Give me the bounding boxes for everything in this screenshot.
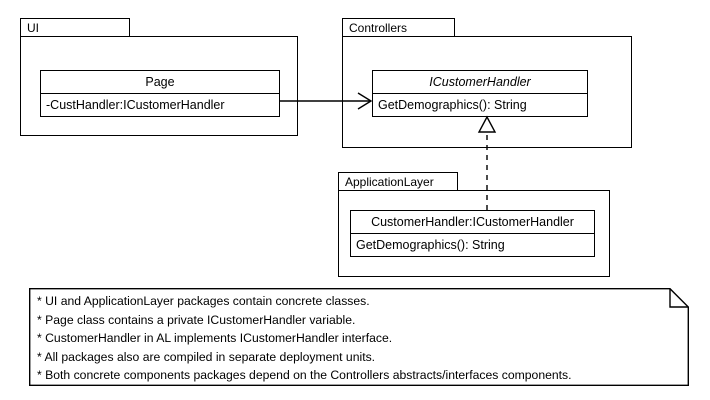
class-attribute-page-custhandler: -CustHandler:ICustomerHandler (46, 98, 225, 112)
note-text-block: * UI and ApplicationLayer packages conta… (37, 292, 572, 385)
package-label-controllers: Controllers (349, 20, 408, 35)
class-box-icustomerhandler[interactable]: ICustomerHandler GetDemographics(): Stri… (372, 70, 588, 117)
note-line-5: * Both concrete components packages depe… (37, 368, 572, 383)
package-label-ui: UI (27, 20, 39, 35)
package-label-applicationlayer: ApplicationLayer (345, 174, 434, 189)
package-tab-applicationlayer[interactable]: ApplicationLayer (338, 172, 458, 191)
class-box-customerhandler[interactable]: CustomerHandler:ICustomerHandler GetDemo… (350, 210, 595, 257)
class-name-page: Page (41, 71, 279, 94)
package-tab-ui[interactable]: UI (20, 18, 130, 37)
note-line-1: * UI and ApplicationLayer packages conta… (37, 294, 370, 308)
interface-name-icustomerhandler: ICustomerHandler (373, 71, 587, 94)
package-tab-controllers[interactable]: Controllers (342, 18, 455, 37)
note-line-4: * All packages also are compiled in sepa… (37, 349, 376, 364)
class-box-page[interactable]: Page -CustHandler:ICustomerHandler (40, 70, 280, 117)
note-line-3: * CustomerHandler in AL implements ICust… (37, 331, 393, 346)
note-shape (29, 288, 689, 386)
diagram-note[interactable]: * UI and ApplicationLayer packages conta… (29, 288, 689, 386)
class-name-customerhandler: CustomerHandler:ICustomerHandler (351, 211, 594, 234)
note-line-2: * Page class contains a private ICustome… (37, 312, 356, 327)
class-operation-getdemographics: GetDemographics(): String (356, 238, 505, 252)
interface-operation-getdemographics: GetDemographics(): String (378, 98, 527, 112)
